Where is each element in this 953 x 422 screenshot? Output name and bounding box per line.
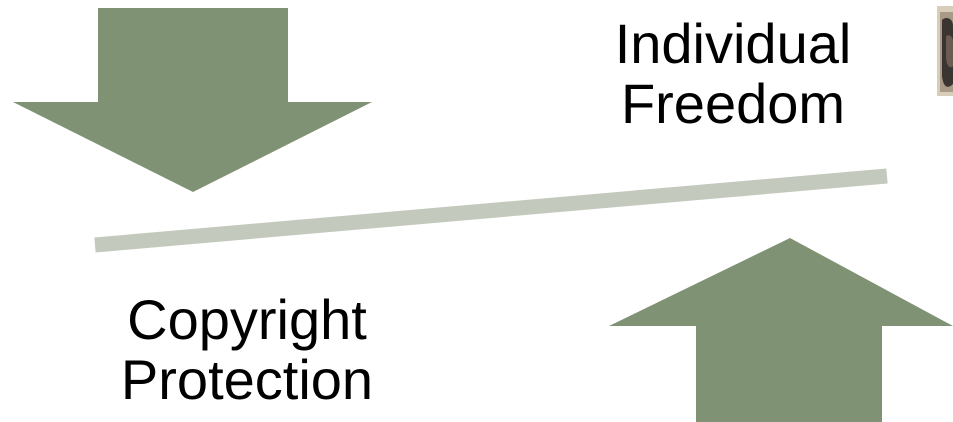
copyright-protection-label: Copyright Protection	[92, 290, 402, 410]
freedom-line-1: Individual	[614, 12, 852, 75]
down-arrow-icon	[13, 8, 372, 192]
photo-fragment	[937, 6, 953, 96]
balance-beam	[94, 168, 888, 253]
up-arrow-icon	[609, 238, 953, 422]
freedom-line-2: Freedom	[620, 72, 846, 135]
individual-freedom-label: Individual Freedom	[578, 14, 888, 134]
copyright-line-1: Copyright	[127, 288, 367, 351]
copyright-line-2: Protection	[120, 348, 374, 411]
